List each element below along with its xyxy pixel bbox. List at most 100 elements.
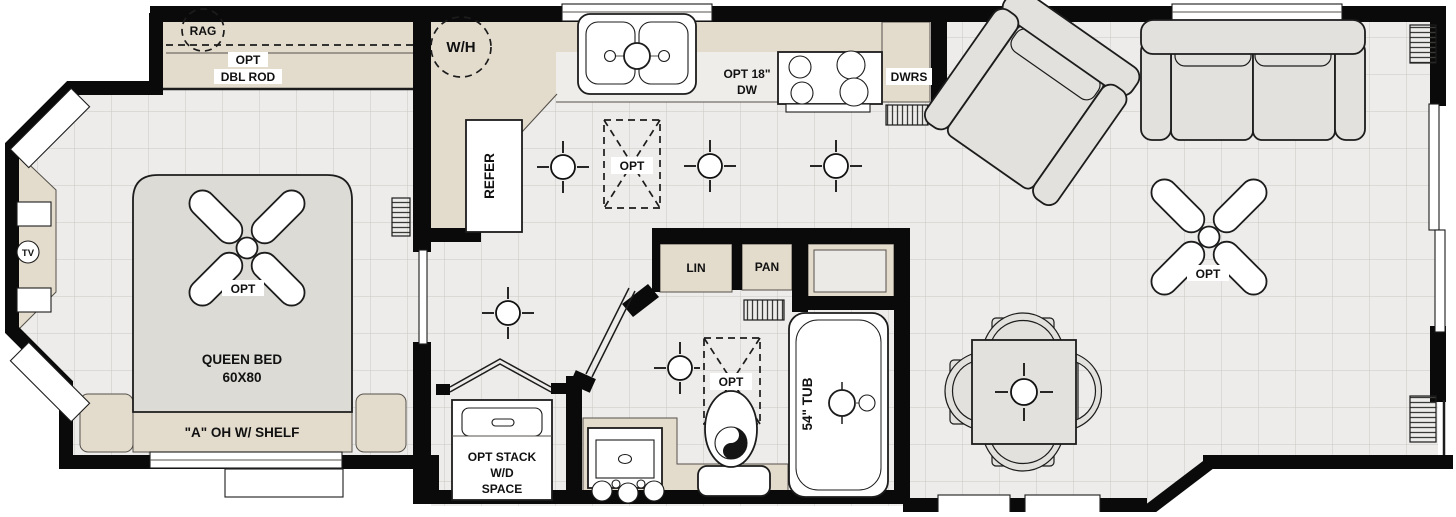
light-kitchen-3 [810,140,862,192]
sofa-arm-right [1334,39,1366,141]
living-ceiling-fan-icon [1150,178,1268,296]
hall-vent [743,299,785,321]
tub-faucet-icon [828,389,856,417]
wall-bottom-right [1203,455,1453,469]
burner-1 [788,55,812,79]
bedroom-fan-opt-chip [222,280,264,296]
burner-2 [836,50,866,80]
overhead-shelf-label: "A" OH W/ SHELF [185,425,300,440]
bedroom-ceiling-fan-icon [188,189,306,307]
bath-swing-door [585,287,636,378]
doors [418,249,636,393]
range-cooktop [777,50,883,113]
rag-label: RAG [190,24,217,38]
wall-right-mid [1430,326,1446,402]
water-heater-label: W/H [446,39,475,56]
bifold-jamb-right [551,383,568,394]
labels: RAG OPT DBL ROD W/H REFER OPT 18" DW DWR… [22,24,1229,496]
wall-wd-right [566,376,582,498]
closet-opt-chip [228,52,268,67]
drawers-chip [886,68,932,85]
tv-shelf-bottom [16,287,52,313]
wall-bath-diagonal [622,284,659,317]
sink-knob-left [603,49,617,63]
living-window-bottom-2 [1024,494,1101,514]
living-window-bottom-1 [937,494,1011,514]
entry-step-bottom [1409,395,1437,443]
skylight-opt-label: OPT [620,159,645,173]
closet-opt-label: OPT [236,53,261,67]
overhead-shelf [132,411,353,453]
bedroom-bumpout [224,468,344,498]
wall-bottom-diagonal [1136,461,1214,517]
refrigerator [465,119,523,233]
rag-circle [181,8,225,52]
closet-rod-chip [214,69,282,84]
wall-bench-bottom [806,296,896,310]
kitchen-vent [885,104,929,126]
bay-window-top [9,87,91,169]
wall-linen-left [652,244,660,292]
armchair-arm-left [924,8,1020,131]
right-door-opening-lower [1434,229,1446,333]
light-kitchen-1 [537,141,589,193]
wall-bath-door-jamb [569,370,596,393]
dishwasher-label-line2: DW [737,83,758,97]
bath-opt-label: OPT [719,375,744,389]
fan-hub [1197,225,1221,249]
tub-drain-icon [858,394,876,412]
burner-3 [790,81,814,105]
tub-bench-inner [813,249,887,293]
fan-blades [188,189,306,307]
toilet-lid-mark [723,427,747,459]
tub-label: 54" TUB [800,377,815,430]
right-door-opening-upper [1428,103,1440,231]
bathtub [788,312,889,498]
burner-4 [839,77,869,107]
wall-pantry-right [792,240,808,312]
water-heater-circle [430,16,492,78]
furnace-appliance [587,427,665,504]
wall-bedroom-upper [413,6,431,252]
living-fan-opt-label: OPT [1196,267,1221,281]
furnace-foot-4 [611,479,621,489]
bifold-jamb-left [436,384,450,395]
toilet [697,390,771,497]
sofa [1140,19,1366,141]
living-fan-opt-chip [1187,265,1229,281]
linen-label: LIN [686,261,705,275]
wall-closets-top [652,228,910,244]
bedroom-pocket-door [418,249,428,345]
armchair [924,0,1141,206]
wardrobe-closet [163,22,413,90]
vents-steps [391,24,1437,443]
bay-window-bottom [9,341,91,423]
drawers-label: DWRS [891,70,928,84]
light-dining [995,363,1053,421]
tub-rim [795,319,882,491]
tv-shelf-top [16,201,52,227]
dashed-symbols [163,8,492,91]
fan-hub [235,236,259,260]
counter-angle-edge [521,93,558,133]
sink-faucet-icon [623,42,651,70]
dishwasher-label-line1: OPT 18" [723,67,770,81]
tv-icon [16,240,40,264]
sofa-arm-left [1140,39,1172,141]
sofa-back [1140,19,1366,55]
closet-rod-label: DBL ROD [221,70,276,84]
sink-knob-right [657,49,671,63]
washer-slot [491,418,515,427]
bed-label-line2: 60X80 [222,370,261,385]
wall-bath-living [894,228,910,504]
wd-label-line1: OPT STACK [468,450,537,464]
wd-label-line3: SPACE [482,482,522,496]
wall-bay [5,13,163,469]
range-drawer [785,103,871,113]
armchair-arm-right [1032,83,1128,206]
walls [5,6,1453,517]
washer-dryer-space [451,399,553,501]
wall-closet-divider [732,244,742,290]
